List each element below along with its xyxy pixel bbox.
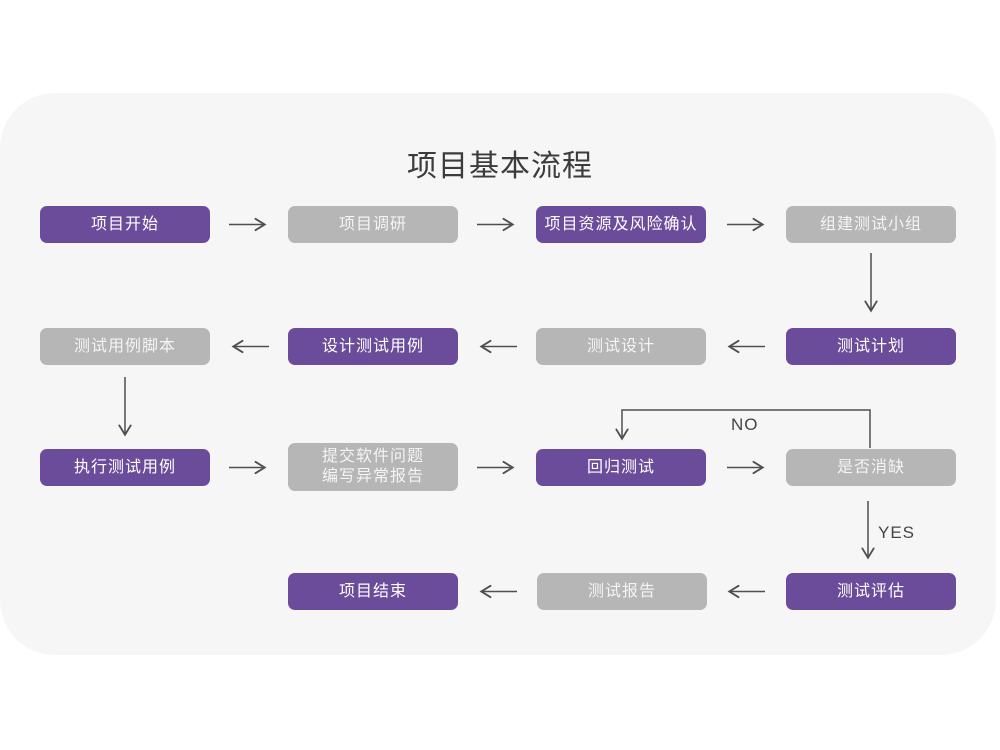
node-build-test-team: 组建测试小组 <box>786 206 956 243</box>
node-defect-resolved: 是否消缺 <box>786 449 956 486</box>
node-test-report: 测试报告 <box>537 573 707 610</box>
node-project-research: 项目调研 <box>288 206 458 243</box>
node-test-evaluation: 测试评估 <box>786 573 956 610</box>
node-project-start: 项目开始 <box>40 206 210 243</box>
node-design-test-cases: 设计测试用例 <box>288 328 458 365</box>
page-title: 项目基本流程 <box>407 150 593 183</box>
node-execute-test-cases: 执行测试用例 <box>40 449 210 486</box>
edge-label-yes: YES <box>878 523 916 542</box>
flowchart-card <box>0 93 996 655</box>
node-project-end: 项目结束 <box>288 573 458 610</box>
node-test-plan: 测试计划 <box>786 328 956 365</box>
edge-label-no: NO <box>731 415 759 434</box>
node-test-design: 测试设计 <box>536 328 706 365</box>
node-resources-risk: 项目资源及风险确认 <box>536 206 706 243</box>
node-submit-issues: 提交软件问题 编写异常报告 <box>288 443 458 491</box>
node-regression-test: 回归测试 <box>536 449 706 486</box>
node-test-case-scripts: 测试用例脚本 <box>40 328 210 365</box>
